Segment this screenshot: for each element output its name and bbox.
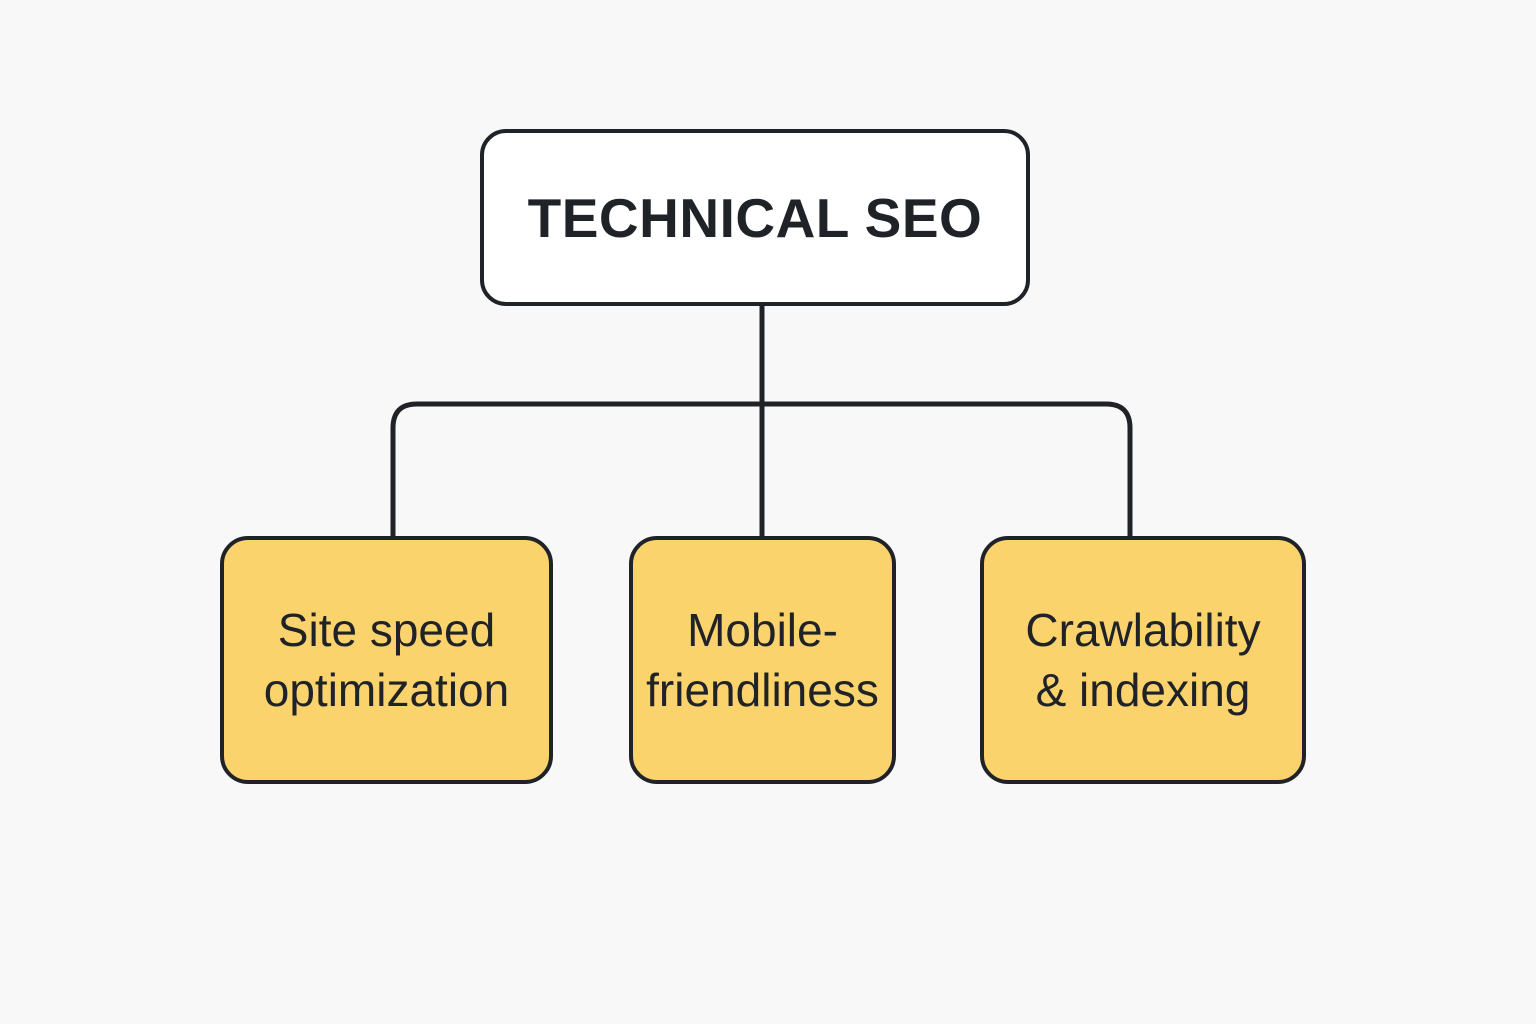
root-node-label: TECHNICAL SEO — [527, 186, 983, 249]
child-node-label: Crawlability & indexing — [1025, 604, 1261, 716]
child-node-mobile-friendliness: Mobile- friendliness — [629, 536, 896, 784]
root-node: TECHNICAL SEO — [480, 129, 1030, 306]
child-node-label: Site speed optimization — [263, 604, 510, 716]
child-node-crawlability: Crawlability & indexing — [980, 536, 1306, 784]
child-node-label: Mobile- friendliness — [646, 604, 879, 716]
child-node-site-speed: Site speed optimization — [220, 536, 553, 784]
